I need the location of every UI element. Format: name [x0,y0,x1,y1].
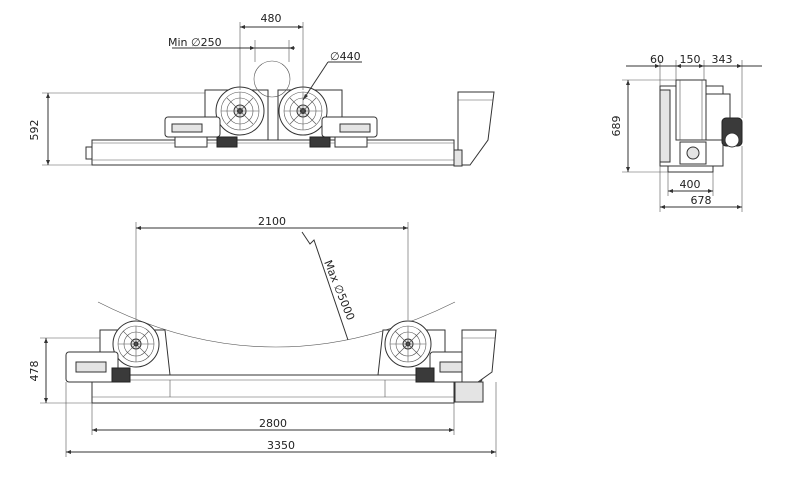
top-view-base-plate [91,139,455,166]
dim-width-2800: 2800 [91,403,455,435]
dim-top-width: 480 [239,12,304,90]
top-view-right-wheel [278,86,328,136]
top-view-right-motor [309,116,378,148]
dim-end-height: 689 [610,79,676,173]
front-view-left-wheel [112,320,160,368]
dim-max-diameter: Max ∅5000 [301,231,357,341]
front-view-right-wheel [384,320,432,368]
end-view: 60 150 343 689 400 678 [610,53,762,212]
dim-label-end-60: 60 [650,53,664,66]
dim-end-top: 60 150 343 [626,53,762,118]
dim-label-end-height: 689 [610,116,623,137]
dim-end-678: 678 [659,146,743,212]
top-view-left-wheel [215,86,265,136]
top-view-control-box [453,91,495,167]
top-view: 480 Min ∅250 ∅440 592 [28,12,495,167]
dim-label-end-678: 678 [691,194,712,207]
top-view-min-roll-circle [253,60,291,98]
dim-label-top-width: 480 [261,12,282,25]
dim-label-width-2800: 2800 [259,417,287,430]
dim-label-width-3350: 3350 [267,439,295,452]
dim-label-min-diameter: Min ∅250 [168,36,222,49]
front-view-left-motor [65,351,131,383]
dim-width-3350: 3350 [65,382,497,457]
dim-label-end-343: 343 [712,53,733,66]
dim-side-height: 592 [28,92,205,166]
dim-label-span: 2100 [258,215,286,228]
front-view-base [91,374,455,404]
dim-wheel-diameter: ∅440 [302,50,362,101]
dim-label-end-150: 150 [680,53,701,66]
front-view-control-box [454,329,497,403]
top-view-left-motor [164,116,238,148]
dim-label-front-height: 478 [28,361,41,382]
dim-front-height: 478 [28,337,100,404]
dim-span: 2100 [135,215,409,320]
front-view: 2100 Max ∅5000 478 2800 3 [28,215,497,457]
dim-label-wheel-diameter: ∅440 [330,50,361,63]
dim-label-side-height: 592 [28,120,41,141]
end-view-wheel-block [675,79,707,141]
dim-min-diameter: Min ∅250 [168,36,295,62]
dim-label-end-400: 400 [680,178,701,191]
dim-end-400: 400 [667,172,714,196]
